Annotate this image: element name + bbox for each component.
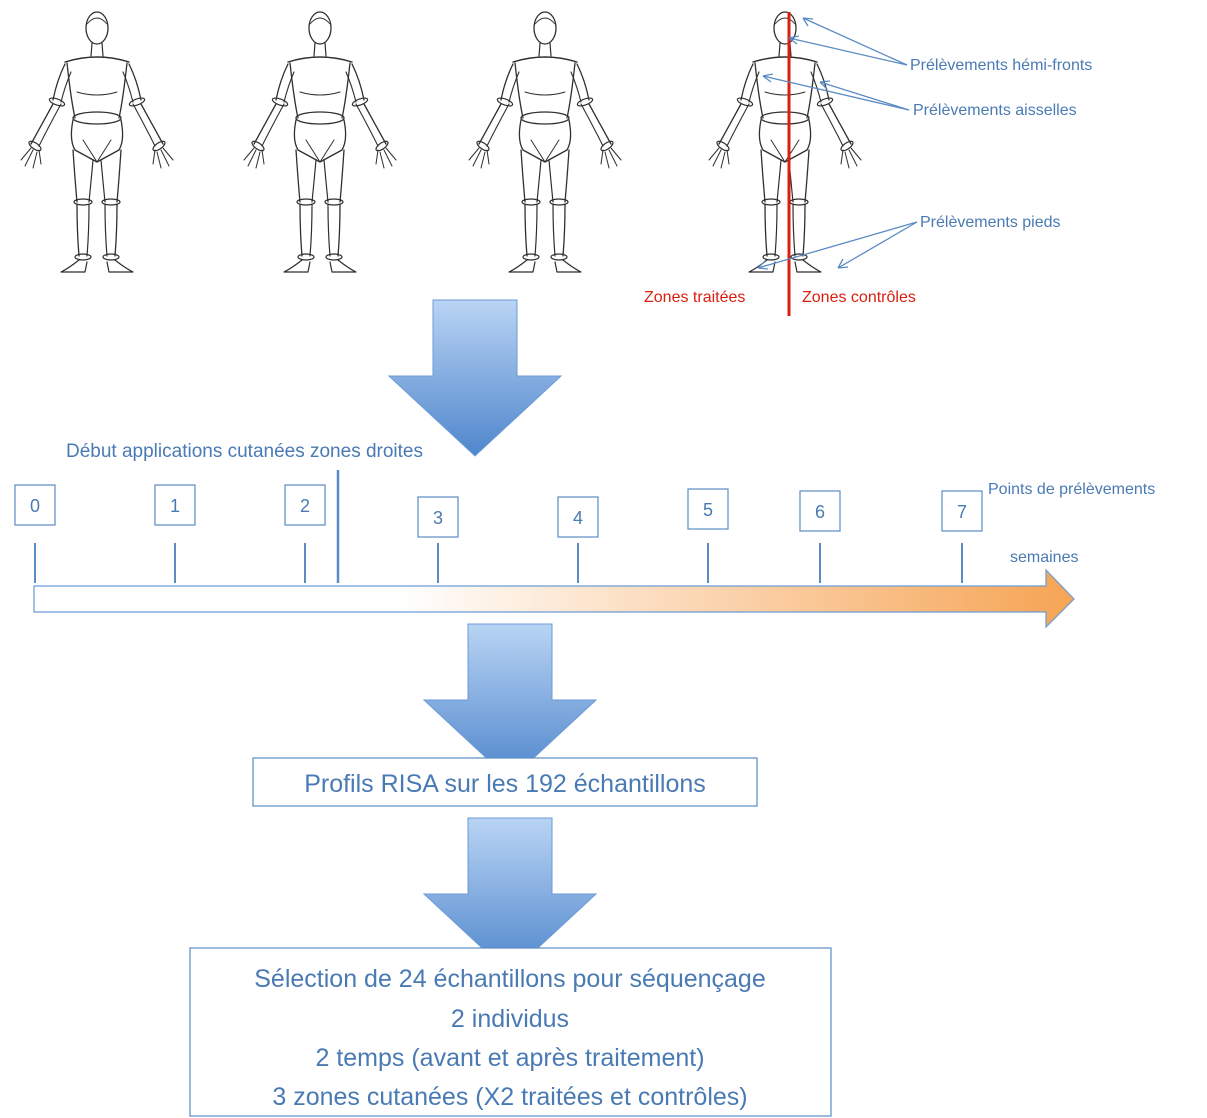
- annotation-arrows: [757, 17, 918, 270]
- annotation-aisselles: Prélèvements aisselles: [913, 102, 1077, 119]
- selection-line-1: Sélection de 24 échantillons pour séquen…: [254, 965, 766, 993]
- annotation-hemi-fronts: Prélèvements hémi-fronts: [910, 57, 1092, 74]
- human-figure-3: [468, 11, 622, 273]
- timeline-ticks: [34, 543, 963, 583]
- selection-line-4: 3 zones cutanées (X2 traitées et contrôl…: [272, 1083, 747, 1111]
- timeline-point-box-5: [687, 488, 729, 530]
- selection-box: [189, 947, 832, 1117]
- points-label: Points de prélèvements: [988, 481, 1155, 498]
- timeline-point-box-6: [799, 490, 841, 532]
- timeline-point-label-3: 3: [433, 508, 443, 528]
- timeline-point-label-1: 1: [170, 496, 180, 516]
- selection-line-2: 2 individus: [451, 1005, 569, 1033]
- human-figure-4: [708, 11, 862, 273]
- timeline-point-box-4: [557, 496, 599, 538]
- timeline-point-label-0: 0: [30, 496, 40, 516]
- annotation-pieds: Prélèvements pieds: [920, 214, 1061, 231]
- treated-zones-label: Zones traitées: [644, 289, 745, 306]
- timeline-point-box-7: [941, 490, 983, 532]
- down-arrow-2: [423, 623, 597, 781]
- human-figure-2: [243, 11, 397, 273]
- timeline-start-label: Début applications cutanées zones droite…: [66, 441, 423, 462]
- timeline-point-box-0: [14, 484, 56, 526]
- timeline-point-box-3: [417, 496, 459, 538]
- timeline-point-label-7: 7: [957, 502, 967, 522]
- down-arrow-1: [388, 299, 562, 457]
- timeline-point-label-2: 2: [300, 496, 310, 516]
- unit-label: semaines: [1010, 549, 1078, 566]
- timeline-point-box-1: [154, 484, 196, 526]
- risa-box-text: Profils RISA sur les 192 échantillons: [304, 770, 706, 798]
- control-zones-label: Zones contrôles: [802, 289, 916, 306]
- timeline-point-box-2: [284, 484, 326, 526]
- risa-box: [252, 757, 758, 807]
- human-figure-1: [20, 11, 174, 273]
- timeline-point-label-4: 4: [573, 508, 583, 528]
- timeline-points: 0 1 2 3 4 5 6 7: [14, 484, 983, 538]
- selection-line-3: 2 temps (avant et après traitement): [315, 1044, 704, 1072]
- timeline-arrow: [33, 568, 1075, 629]
- timeline-point-label-5: 5: [703, 500, 713, 520]
- timeline-point-label-6: 6: [815, 502, 825, 522]
